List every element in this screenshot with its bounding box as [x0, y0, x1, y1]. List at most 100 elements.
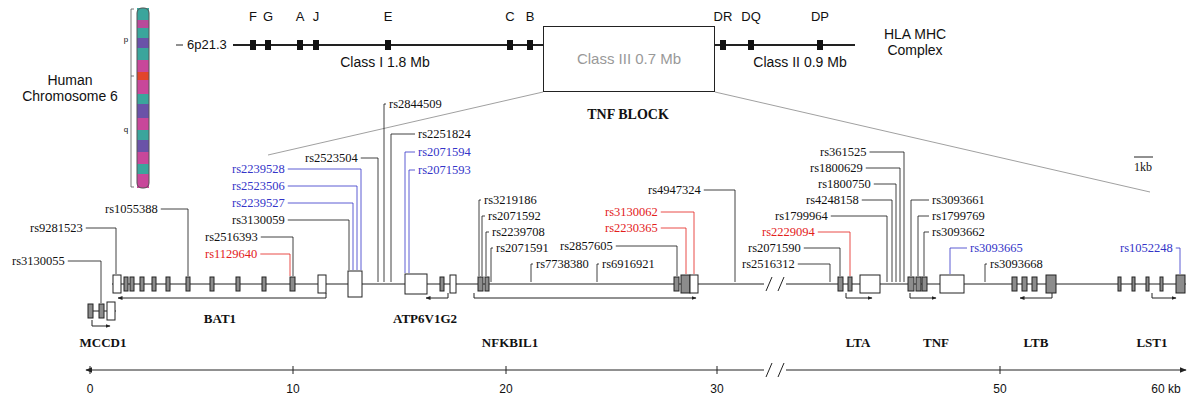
snp-label: rs1799964 [775, 209, 828, 223]
utr-box [405, 274, 427, 294]
gene-name: LTB [1024, 336, 1049, 351]
chromosome-ideogram [131, 8, 183, 188]
band-label: 6p21.3 [187, 38, 227, 53]
snp-label: rs9281523 [30, 221, 83, 235]
exon [1022, 277, 1027, 291]
axis-tick [293, 366, 294, 374]
snp-label: rs7738380 [536, 257, 589, 271]
exon [1146, 277, 1149, 291]
break-mark [766, 363, 772, 377]
exon [1032, 277, 1037, 291]
gene-name: MCCD1 [80, 336, 127, 351]
gene-name: TNF [923, 336, 949, 351]
leader-line [361, 158, 378, 282]
leader-line [486, 232, 489, 276]
band [137, 28, 149, 38]
band [137, 60, 149, 72]
exon [290, 277, 295, 291]
snp-label: rs3093665 [970, 241, 1023, 255]
snp-label: rs1055388 [105, 202, 158, 216]
leader-line [479, 200, 481, 276]
axis-line [86, 370, 764, 371]
leader-line [870, 152, 904, 282]
leader-line [866, 168, 900, 282]
snp-label: rs3093668 [990, 257, 1043, 271]
leader-line [391, 134, 415, 282]
locus-mark [297, 40, 303, 50]
snp-label: rs361525 [820, 145, 867, 159]
region-label: Class I 1.8 Mb [340, 54, 429, 70]
band [137, 174, 149, 188]
snp-label: rs2230365 [605, 221, 658, 235]
snp-label: rs2239528 [232, 162, 285, 176]
gene-name: BAT1 [204, 312, 236, 327]
leader-line [288, 220, 349, 270]
block-title: TNF BLOCK [587, 107, 669, 123]
band [137, 80, 149, 94]
exon [440, 277, 444, 291]
gene-name: LST1 [1136, 336, 1167, 351]
leader-line [924, 232, 929, 276]
complex-label: HLA MHC Complex [862, 26, 968, 58]
leader-line [482, 216, 485, 276]
snp-label: rs2071593 [418, 163, 471, 177]
locus-label: J [313, 10, 320, 25]
band [137, 48, 149, 60]
exon [210, 277, 214, 291]
leader-line [86, 228, 116, 274]
exon [1176, 275, 1185, 293]
snp-label: rs2857605 [560, 239, 613, 253]
exon [130, 277, 134, 291]
leader-line [384, 104, 386, 282]
strand-arrows [92, 293, 1176, 326]
axis-number: 20 [499, 383, 512, 397]
zoom-line [268, 92, 543, 155]
leader-line [818, 232, 850, 276]
exon [485, 277, 489, 291]
leader-line [985, 264, 987, 282]
exon [1160, 277, 1163, 291]
axis-number: 50 [993, 383, 1006, 397]
snp-label: rs2523506 [232, 179, 285, 193]
snp-label: rs6916921 [602, 257, 655, 271]
locus-mark [748, 40, 754, 50]
arm-bracket [131, 9, 134, 187]
scale-label: 1kb [1134, 161, 1152, 175]
region-box: Class III 0.7 Mb [543, 26, 715, 92]
break-mark [766, 277, 772, 291]
exon [1046, 275, 1056, 293]
leader-line [597, 264, 599, 282]
exon-group [88, 275, 1185, 318]
band [137, 38, 149, 48]
locus-mark [250, 40, 256, 50]
centromere [137, 72, 149, 80]
locus-label: B [526, 10, 535, 25]
kb-axis [86, 363, 1186, 377]
leader-line [161, 209, 188, 276]
axis-number: 30 [710, 383, 723, 397]
leader-line [409, 170, 415, 273]
snp-label: rs2071594 [418, 145, 471, 159]
leader-line [862, 200, 892, 282]
leader-line [1176, 248, 1180, 274]
exon [99, 304, 104, 318]
locus-label: C [505, 10, 514, 25]
leader-line [804, 248, 840, 276]
snp-label: rs2516312 [742, 257, 795, 271]
snp-label: rs1800629 [810, 161, 863, 175]
utr-box [107, 302, 115, 320]
break-mark [778, 277, 784, 291]
utr-box [690, 275, 698, 293]
exon [186, 277, 190, 291]
locus-label: A [296, 10, 305, 25]
exon [236, 277, 240, 291]
locus-label: DR [714, 10, 733, 25]
snp-label: rs2523504 [305, 151, 358, 165]
locus-label: G [263, 10, 273, 25]
break-mark [778, 363, 784, 377]
snp-label: rs2229094 [762, 225, 815, 239]
locus-label: DQ [741, 10, 761, 25]
region-label: Class III 0.7 Mb [577, 50, 681, 67]
exon [922, 277, 927, 291]
